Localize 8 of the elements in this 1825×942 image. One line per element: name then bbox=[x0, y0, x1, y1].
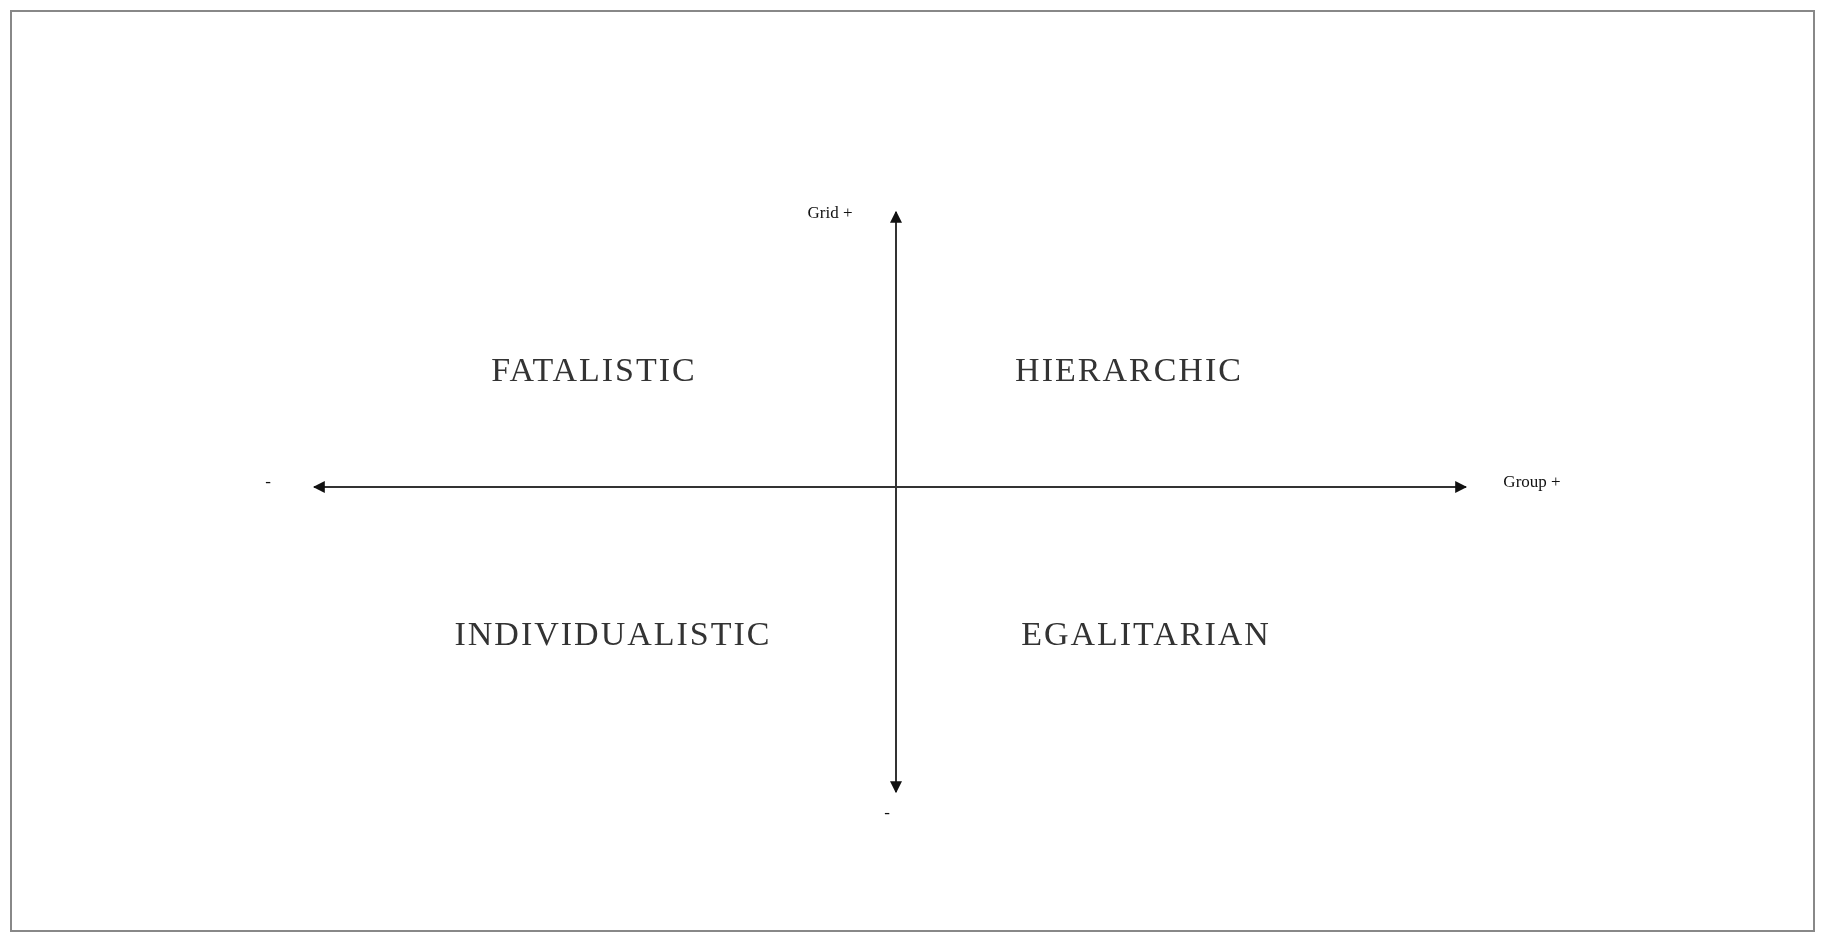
quadrant-label: FATALISTIC bbox=[491, 353, 697, 387]
axis-label: Group + bbox=[1503, 472, 1561, 490]
axis-label: - bbox=[265, 472, 271, 490]
quadrant-label: INDIVIDUALISTIC bbox=[454, 617, 772, 651]
axis-label: - bbox=[884, 803, 890, 821]
quadrant-label: HIERARCHIC bbox=[1015, 353, 1243, 387]
axis-label: Grid + bbox=[807, 203, 853, 221]
quadrant-label: EGALITARIAN bbox=[1021, 617, 1271, 651]
